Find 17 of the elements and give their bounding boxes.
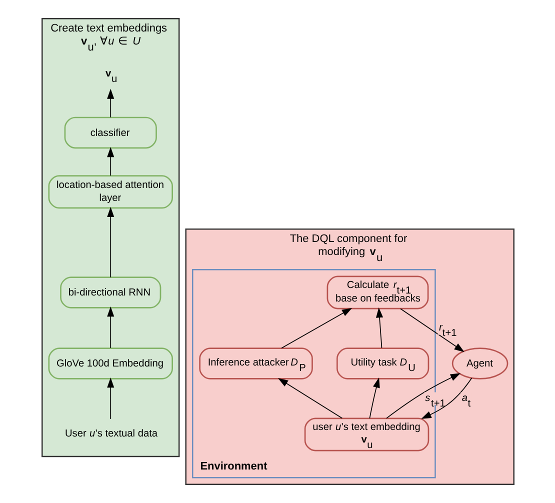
arrow bbox=[106, 146, 114, 176]
node-box: bi-directional RNN bbox=[60, 276, 161, 308]
arrow bbox=[106, 88, 114, 118]
arrow bbox=[400, 308, 464, 352]
node-box: classifier bbox=[64, 116, 156, 149]
node-box: GloVe 100d Embedding bbox=[48, 348, 172, 380]
node-ellipse: Agent bbox=[451, 348, 508, 380]
arrow bbox=[106, 206, 114, 278]
arrow bbox=[277, 378, 342, 419]
node-text: User u's textual data bbox=[64, 428, 158, 440]
arrow bbox=[106, 378, 114, 420]
arrow bbox=[386, 373, 460, 419]
arrow bbox=[106, 306, 114, 348]
arrow bbox=[375, 307, 383, 348]
node-box: location-based attention layer bbox=[48, 175, 172, 209]
arrow bbox=[280, 308, 352, 349]
arrow bbox=[368, 378, 380, 419]
